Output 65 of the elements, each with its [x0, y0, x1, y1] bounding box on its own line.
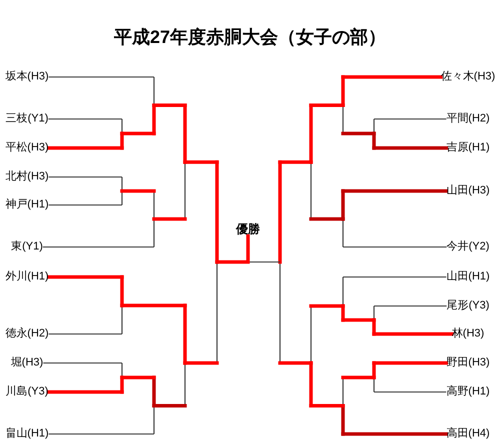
bracket-line [309, 217, 345, 221]
player-name: 尾形(Y3) [446, 300, 490, 312]
bracket-line [46, 146, 124, 150]
bracket-line [48, 76, 154, 78]
bracket-line [152, 217, 187, 221]
player-name: 吉原(H1) [446, 142, 490, 154]
bracket-line [341, 432, 448, 436]
bracket-line [48, 176, 122, 178]
player-name: 坂本(H3) [5, 70, 49, 84]
bracket-line [183, 361, 219, 365]
player-name: 平間(H2) [446, 112, 490, 126]
bracket-line [278, 160, 313, 164]
player-name: 三枝(Y1) [6, 112, 48, 126]
bracket-line [46, 390, 124, 394]
bracket-line [120, 189, 156, 193]
bracket-line [120, 304, 187, 308]
bracket-line [372, 361, 448, 365]
player-name: 林(H3) [452, 328, 484, 340]
player-name: 山田(H1) [446, 270, 490, 284]
player-name: 山田(H3) [446, 184, 490, 198]
title: 平成27年度赤胴大会（女子の部） [114, 26, 386, 48]
player-name: 北村(H3) [5, 170, 49, 184]
bracket-line [374, 391, 446, 393]
player-name: 高野(H1) [446, 386, 490, 398]
champion-label: 優勝 [236, 222, 260, 236]
bracket-line [341, 189, 448, 193]
bracket-line [215, 234, 250, 264]
player-name: 畠山(H1) [5, 428, 49, 440]
bracket-line [120, 376, 156, 380]
player-name: 川島(Y3) [6, 386, 48, 398]
bracket-line [152, 404, 187, 408]
bracket-line [46, 275, 124, 279]
bracket-line [341, 75, 443, 79]
bracket-line [372, 332, 454, 336]
bracket-line [341, 376, 376, 380]
player-name: 堀(H3) [10, 356, 44, 370]
bracket-line [152, 104, 187, 107]
bracket-line [43, 362, 122, 364]
bracket-line [374, 305, 447, 307]
bracket-line [278, 361, 313, 365]
player-name: 東(Y1) [11, 240, 43, 254]
bracket-line [374, 118, 446, 120]
player-name: 今井(Y2) [446, 240, 490, 254]
bracket-line [48, 433, 154, 435]
bracket-line [309, 104, 345, 107]
bracket-line [341, 132, 376, 136]
bracket-line [372, 146, 448, 150]
bracket-line [343, 276, 446, 278]
player-name: 外川(H1) [5, 270, 49, 284]
player-name: 平松(H3) [5, 142, 49, 154]
bracket-line [309, 404, 345, 408]
bracket-line [309, 304, 345, 308]
bracket-line [343, 246, 447, 248]
player-name: 佐々木(H3) [440, 70, 496, 84]
bracket-line [120, 132, 156, 136]
bracket-line [183, 160, 219, 164]
player-name: 徳永(H2) [5, 328, 49, 340]
player-name: 野田(H3) [446, 356, 490, 370]
player-name: 高田(H4) [446, 428, 490, 440]
bracket-line [48, 333, 122, 335]
bracket-line [42, 246, 154, 248]
player-name: 神戸(H1) [5, 198, 49, 212]
bracket-line [48, 118, 122, 120]
bracket-line [48, 204, 122, 206]
bracket-line [341, 318, 376, 322]
